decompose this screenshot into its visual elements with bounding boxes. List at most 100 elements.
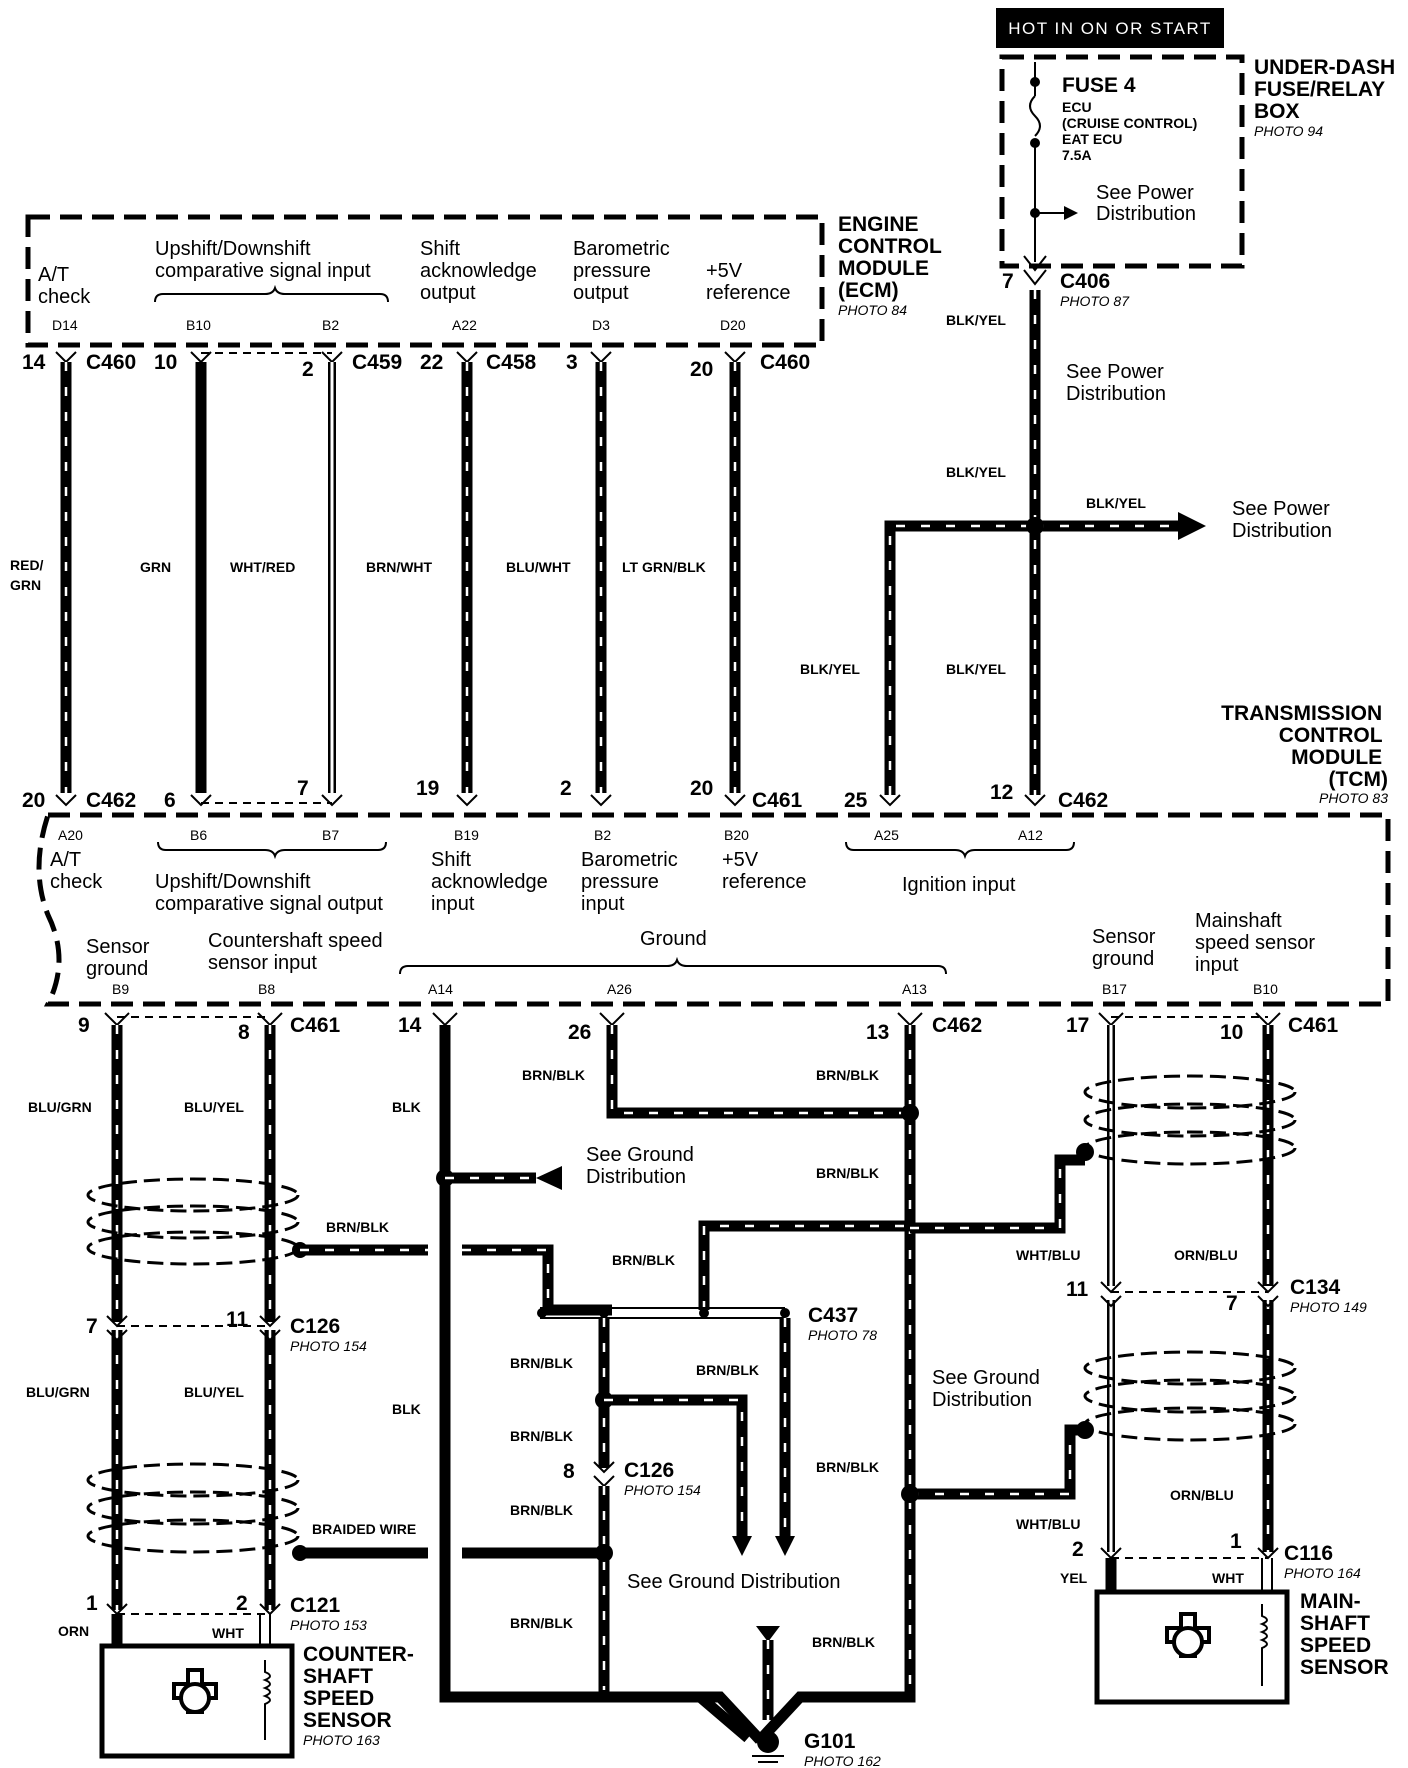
- hot-label-box: [996, 8, 1224, 48]
- g101-label: G101: [804, 1730, 856, 1753]
- tcm-terminal: A20: [58, 827, 83, 843]
- fuse-box-photo: PHOTO 94: [1254, 123, 1323, 139]
- pin-number: 11: [226, 1308, 249, 1331]
- sensor-coil-icon: [1259, 1604, 1268, 1686]
- g101-photo: PHOTO 162: [804, 1753, 881, 1768]
- wire-color-brn-blk: BRN/BLK: [326, 1219, 389, 1235]
- c437-label: C437: [808, 1304, 858, 1327]
- pin-number: 9: [78, 1014, 90, 1037]
- wire-color-brn-blk: BRN/BLK: [522, 1067, 585, 1083]
- splice-dot: [901, 1104, 919, 1122]
- arrow-down-icon: [775, 1536, 795, 1556]
- splice-dot: [1076, 1143, 1094, 1161]
- pin-number: 10: [1220, 1021, 1243, 1044]
- tcm-title: TRANSMISSION CONTROL MODULE (TCM): [1221, 702, 1388, 791]
- tcm-terminal: B19: [454, 827, 479, 843]
- c126-photo: PHOTO 154: [290, 1338, 367, 1354]
- arrow-right-icon: [1178, 512, 1206, 540]
- mainshaft-sensor-label: MAIN- SHAFT SPEED SENSOR: [1300, 1590, 1389, 1679]
- wire-color-blk: BLK: [392, 1099, 421, 1115]
- arrow-down-icon: [756, 1626, 780, 1642]
- tcm-desc-updown: Upshift/Downshift comparative signal out…: [155, 871, 383, 915]
- see-power-distribution-2: See Power Distribution: [1066, 361, 1169, 405]
- ecm-terminal: D20: [720, 317, 746, 333]
- wire-color-braided: BRAIDED WIRE: [312, 1521, 416, 1537]
- c437-photo: PHOTO 78: [808, 1327, 877, 1343]
- c461-label: C461: [1288, 1014, 1339, 1037]
- splice-dot: [901, 1485, 919, 1503]
- tcm-terminal: A25: [874, 827, 899, 843]
- wire-color-blu-grn: BLU/GRN: [28, 1099, 92, 1115]
- wire-color-brn-blk: BRN/BLK: [696, 1362, 759, 1378]
- ecm-desc-baro: Barometric pressure output: [573, 238, 675, 304]
- see-ground-distribution-1: See Ground Distribution: [586, 1144, 699, 1188]
- pin-number: 1: [1230, 1530, 1242, 1553]
- tcm-terminal: B8: [258, 981, 275, 997]
- ecm-terminals: D14 B10 B2 A22 D3 D20: [52, 317, 746, 333]
- c437-terminal: [699, 1308, 709, 1318]
- pin-number: 20: [22, 789, 45, 812]
- c406-connector-icon: [1023, 255, 1047, 272]
- ecm-photo: PHOTO 84: [838, 302, 907, 318]
- tcm-terminal: A26: [607, 981, 632, 997]
- ecm-terminal: B2: [322, 317, 339, 333]
- wire-color-blk-yel: BLK/YEL: [1086, 495, 1146, 511]
- fuse-name: FUSE 4: [1062, 74, 1136, 97]
- wire-color-brn-blk: BRN/BLK: [510, 1355, 573, 1371]
- wire-color-grn: GRN: [140, 559, 171, 575]
- power-wires: BLK/YEL See Power Distribution BLK/YEL B…: [800, 290, 1335, 795]
- tcm-terminal: A13: [902, 981, 927, 997]
- tcm-section: TRANSMISSION CONTROL MODULE (TCM) PHOTO …: [36, 702, 1391, 1007]
- c126-connector: [106, 1315, 281, 1342]
- tcm-desc-shift: Shift acknowledge input: [431, 849, 553, 915]
- tcm-terminal: A12: [1018, 827, 1043, 843]
- c458-label: C458: [486, 351, 537, 374]
- countershaft-sensor-label: COUNTER- SHAFT SPEED SENSOR: [303, 1643, 420, 1732]
- ecm-terminal: A22: [452, 317, 477, 333]
- pin-number: 20: [690, 777, 713, 800]
- pin-number: 25: [844, 789, 868, 812]
- wire-color-blk: BLK: [392, 1401, 421, 1417]
- pin-number: 12: [990, 781, 1013, 804]
- tcm-terminal: B10: [1253, 981, 1278, 997]
- c126-label: C126: [290, 1315, 340, 1338]
- c134-label: C134: [1290, 1276, 1341, 1299]
- wire-color-brn-blk: BRN/BLK: [510, 1502, 573, 1518]
- c116-connector: [1100, 1547, 1279, 1560]
- wire-color-wht-blu: WHT/BLU: [1016, 1247, 1081, 1263]
- tcm-desc-ignition: Ignition input: [902, 874, 1016, 896]
- pin-number: 11: [1066, 1278, 1089, 1301]
- tcm-terminal: B20: [724, 827, 749, 843]
- lower-connectors-top: [104, 1012, 1281, 1027]
- hot-label: HOT IN ON OR START: [1008, 19, 1212, 38]
- c121-connector: [106, 1603, 281, 1616]
- pin-number: 8: [563, 1460, 575, 1483]
- wire-brn-blk-harness-1: [462, 1244, 612, 1316]
- see-power-distribution-3: See Power Distribution: [1232, 498, 1335, 542]
- see-ground-distribution-2: See Ground Distribution: [932, 1367, 1045, 1411]
- pin-number: 20: [690, 358, 713, 381]
- arrow-left-icon: [536, 1166, 562, 1190]
- sensor-coil-icon: [262, 1660, 271, 1740]
- fuse-box-title: UNDER-DASH FUSE/RELAY BOX: [1254, 56, 1401, 123]
- c134-connector: [1100, 1281, 1279, 1308]
- ecm-updown-brace: [154, 284, 389, 303]
- c461-label: C461: [290, 1014, 341, 1037]
- tcm-terminal: B7: [322, 827, 339, 843]
- pin-number: 2: [560, 777, 572, 800]
- mainshaft-sensor: [1094, 1589, 1290, 1705]
- upper-wires: 14 C460 10 2 C459 22 C458 3 20 C460 RED/…: [10, 351, 1108, 812]
- tcm-terminal: B9: [112, 981, 129, 997]
- wire-color-yel: YEL: [1060, 1570, 1088, 1586]
- wire-color-wht-blu: WHT/BLU: [1016, 1516, 1081, 1532]
- pin-number: 6: [164, 789, 176, 812]
- tcm-desc-sensor-ground: Sensor ground: [86, 936, 155, 980]
- wire-color-blu-wht: BLU/WHT: [506, 559, 571, 575]
- wire-color-brn-blk: BRN/BLK: [816, 1459, 879, 1475]
- c406-photo: PHOTO 87: [1060, 293, 1130, 309]
- pin-number: 3: [566, 351, 578, 374]
- countershaft-sensor: [99, 1643, 295, 1759]
- wire-color-brn-blk: BRN/BLK: [510, 1615, 573, 1631]
- c116-label: C116: [1284, 1542, 1333, 1565]
